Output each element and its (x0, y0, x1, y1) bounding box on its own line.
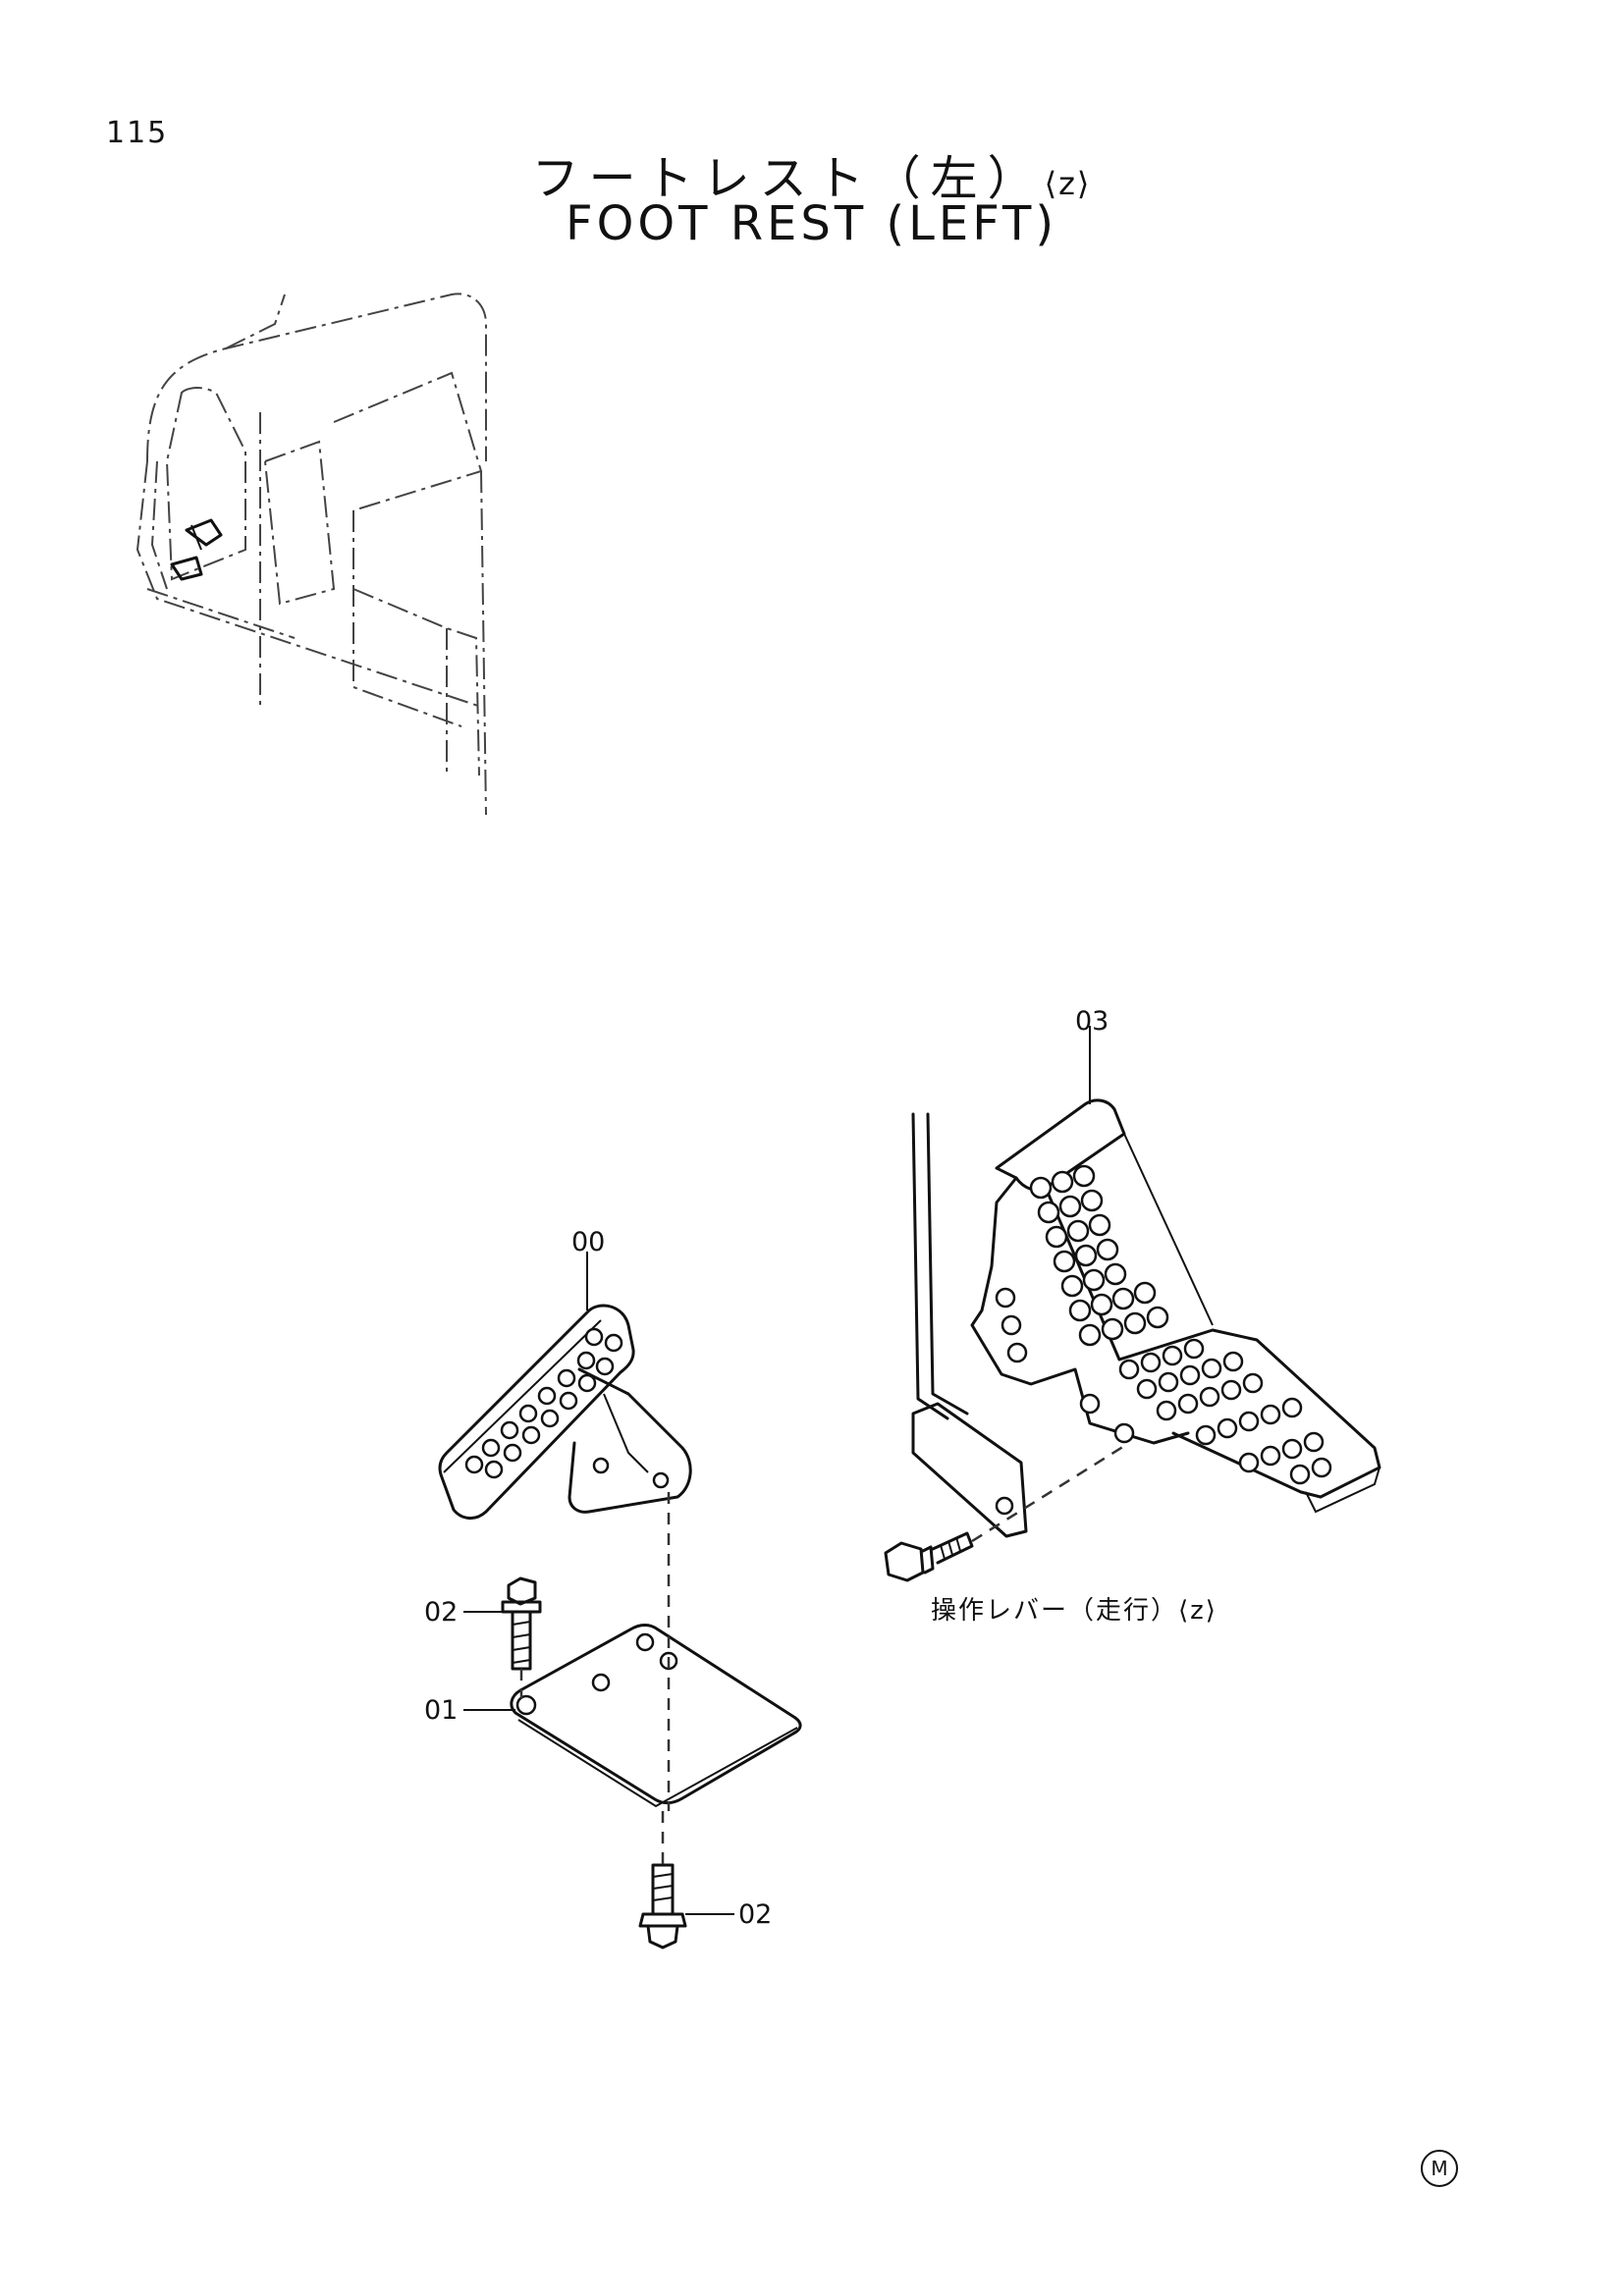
title-jp-text: フートレスト（左） (531, 151, 1045, 206)
tread-holes-03 (995, 1164, 1332, 1485)
page-number: 115 (106, 116, 169, 150)
bolt-02-bottom (638, 1863, 687, 1949)
foot-rest-00 (438, 1304, 692, 1520)
travel-lever-pedal (911, 1098, 1381, 1538)
bolt-02-top (501, 1576, 542, 1671)
callout-02-bottom: 02 (738, 1899, 773, 1930)
page-title-english: FOOT REST (LEFT) (565, 196, 1058, 251)
travel-lever-label: 操作レバー（走行）⟨z⟩ (931, 1596, 1217, 1626)
callout-00: 00 (571, 1227, 606, 1257)
manual-mark: M (1421, 2150, 1458, 2187)
mounting-plate-01 (510, 1624, 802, 1808)
title-variant-code: ⟨z⟩ (1044, 165, 1092, 202)
travel-lever-bolt (884, 1531, 974, 1582)
tread-holes-00 (464, 1327, 623, 1479)
callout-01: 01 (424, 1695, 459, 1726)
callout-03: 03 (1075, 1006, 1109, 1037)
cab-overview (135, 293, 487, 816)
callout-02-top: 02 (424, 1597, 459, 1628)
page-title-japanese: フートレスト（左）⟨z⟩ (0, 139, 1623, 208)
